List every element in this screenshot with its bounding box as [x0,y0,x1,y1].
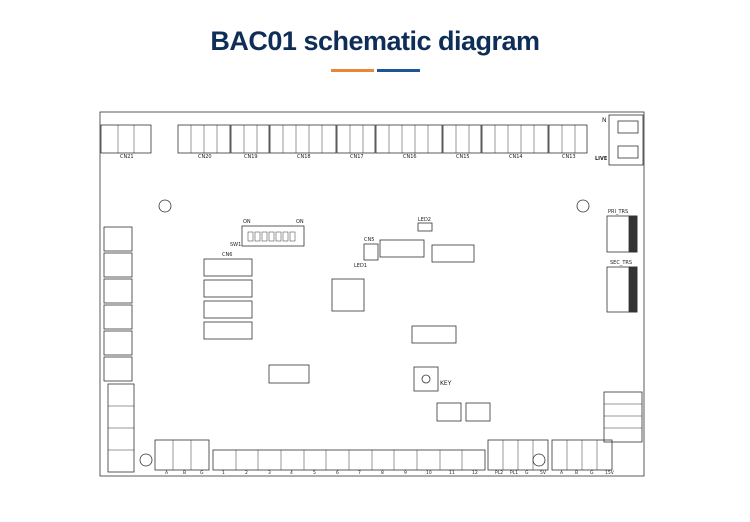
label-cn13: CN13 [562,154,576,160]
bottom-pin-label: 10 [426,470,432,476]
bottom-pin-label: 3 [268,470,271,476]
label-n: N [602,117,607,124]
bottom-pin-label: 8 [381,470,384,476]
label-cn14: CN14 [509,154,523,160]
label-led1: LED1 [354,263,367,269]
label-on-left: ON [243,219,251,225]
label-sw1: SW1 [230,242,241,248]
bottom-pin-label: 12 [472,470,478,476]
bottom-pin-label: B [575,470,578,476]
title-underline-orange [331,69,374,72]
label-cn18: CN18 [297,154,311,160]
label-cn5: CN5 [364,237,374,243]
label-cn17: CN17 [350,154,364,160]
label-cn20: CN20 [198,154,212,160]
bottom-pin-label: PL2 [495,470,503,476]
label-cn21: CN21 [120,154,134,160]
bottom-pin-label: 4 [290,470,293,476]
label-cn15: CN15 [456,154,470,160]
label-cn19: CN19 [244,154,258,160]
bottom-pin-label: PL1 [510,470,518,476]
label-live: LIVE [595,156,608,162]
bottom-pin-label: 2 [245,470,248,476]
board-outline [99,111,645,477]
bottom-pin-label: 9 [404,470,407,476]
bottom-pin-label: 7 [358,470,361,476]
label-on-right: ON [296,219,304,225]
bottom-pin-label: G [590,470,594,476]
label-led2: LED2 [418,217,431,223]
bottom-pin-label: 11 [449,470,455,476]
bottom-pin-label: A [165,470,169,476]
bottom-pin-label: 1 [222,470,225,476]
bottom-pin-label: 5V [540,470,547,476]
bottom-pin-label: 6 [336,470,339,476]
bottom-pin-label: A [560,470,564,476]
title-underline-blue [377,69,420,72]
label-pri-trs: PRI_TRS [608,209,628,215]
label-key: KEY [440,380,452,387]
label-cn6: CN6 [222,252,232,258]
bottom-pin-label: 5 [313,470,316,476]
bottom-pin-label: B [183,470,186,476]
page-title: BAC01 schematic diagram [210,26,540,56]
label-sec-trs: SEC_TRS [610,260,632,266]
bottom-pin-label: 15V [605,470,615,476]
bottom-pin-label: G [200,470,204,476]
label-cn16: CN16 [403,154,417,160]
bottom-pin-label: G [525,470,529,476]
